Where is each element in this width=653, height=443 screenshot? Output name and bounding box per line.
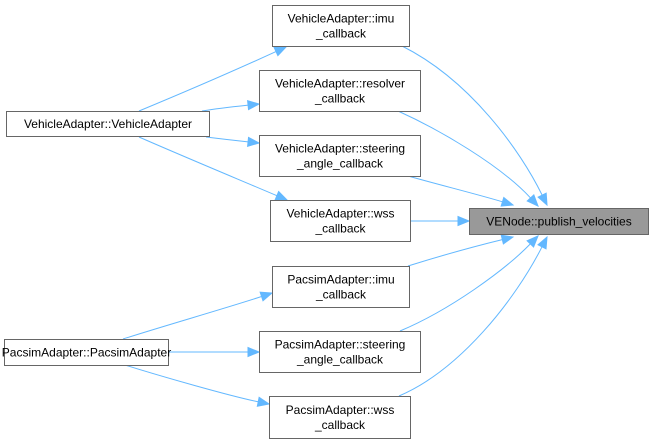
edge-pa_ctor-to-pa_wss (124, 364, 271, 407)
edge-pa_steering-to-target (399, 235, 539, 332)
arrowhead-icon (457, 215, 471, 227)
node-label: VENode::publish_velocities (486, 215, 631, 229)
node-box[interactable] (259, 70, 421, 112)
edge-va_wss-to-target (410, 215, 471, 227)
edge-line (205, 136, 249, 143)
node-target[interactable]: VENode::publish_velocities (469, 208, 649, 235)
node-va-imu[interactable]: VehicleAdapter::imu_callback (272, 5, 410, 47)
edge-va_ctor-to-va_resolver (201, 99, 261, 112)
edge-line (122, 296, 262, 340)
node-va-wss[interactable]: VehicleAdapter::wss_callback (270, 200, 411, 242)
edge-va_steering-to-target (407, 175, 515, 207)
edge-line (398, 246, 543, 397)
node-box[interactable] (272, 266, 410, 308)
node-label: _callback (315, 288, 367, 302)
arrowhead-icon (247, 346, 261, 358)
focus-node-box[interactable] (469, 208, 649, 235)
node-label: _callback (315, 27, 367, 41)
node-label: VehicleAdapter::wss (286, 207, 394, 221)
node-pa-steering[interactable]: PacsimAdapter::steering_angle_callback (259, 331, 421, 373)
arrowhead-icon (273, 46, 288, 57)
node-va-steering[interactable]: VehicleAdapter::steering_angle_callback (259, 135, 421, 177)
arrowhead-icon (247, 136, 261, 148)
node-label: PacsimAdapter::PacsimAdapter (2, 346, 171, 360)
node-label: PacsimAdapter::imu (287, 273, 394, 287)
node-label: _callback (314, 418, 366, 432)
edge-va_imu-to-target (401, 45, 548, 207)
nodes-layer: VehicleAdapter::VehicleAdapterPacsimAdap… (2, 5, 649, 439)
node-va-ctor[interactable]: VehicleAdapter::VehicleAdapter (6, 111, 210, 137)
arrowhead-icon (526, 235, 539, 248)
edge-pa_wss-to-target (398, 235, 548, 397)
arrowhead-icon (537, 235, 548, 250)
edge-va_ctor-to-va_steering (205, 136, 261, 148)
node-label: VehicleAdapter::imu (288, 12, 395, 26)
node-label: VehicleAdapter::VehicleAdapter (24, 117, 192, 131)
edge-line (124, 364, 259, 403)
edge-line (138, 51, 277, 112)
node-box[interactable] (6, 111, 210, 137)
node-label: _callback (314, 92, 366, 106)
edge-va_ctor-to-va_wss (138, 136, 289, 201)
arrowhead-icon (500, 196, 515, 207)
node-box[interactable] (259, 331, 421, 373)
edge-pa_ctor-to-pa_steering (167, 346, 261, 358)
node-label: VehicleAdapter::steering (275, 142, 405, 156)
node-label: _angle_callback (296, 353, 384, 367)
node-pa-wss[interactable]: PacsimAdapter::wss_callback (269, 396, 411, 439)
arrowhead-icon (526, 194, 539, 207)
edge-va_ctor-to-va_imu (138, 46, 288, 112)
arrowhead-icon (259, 291, 274, 302)
node-box[interactable] (270, 200, 411, 242)
node-pa-ctor[interactable]: PacsimAdapter::PacsimAdapter (2, 339, 171, 366)
edge-line (407, 175, 503, 203)
edge-line (201, 104, 249, 112)
node-box[interactable] (272, 5, 410, 47)
arrowhead-icon (274, 190, 289, 201)
edge-line (138, 136, 278, 197)
node-pa-imu[interactable]: PacsimAdapter::imu_callback (272, 266, 410, 308)
node-label: _angle_callback (296, 157, 384, 171)
edge-line (401, 45, 543, 196)
edge-pa_imu-to-target (407, 234, 515, 267)
node-box[interactable] (259, 135, 421, 177)
edge-va_resolver-to-target (397, 110, 539, 207)
edge-pa_ctor-to-pa_imu (122, 291, 274, 340)
node-box[interactable] (269, 396, 411, 439)
edge-line (397, 110, 531, 199)
arrowhead-icon (256, 396, 271, 407)
edge-line (407, 239, 503, 267)
arrowhead-icon (537, 192, 548, 207)
edge-line (399, 243, 531, 332)
node-label: PacsimAdapter::steering (275, 338, 406, 352)
arrowhead-icon (247, 99, 261, 111)
node-label: _callback (314, 222, 366, 236)
node-label: VehicleAdapter::resolver (275, 77, 405, 91)
node-va-resolver[interactable]: VehicleAdapter::resolver_callback (259, 70, 421, 112)
node-box[interactable] (4, 339, 169, 366)
arrowhead-icon (500, 234, 515, 245)
edges-layer (122, 45, 548, 407)
node-label: PacsimAdapter::wss (286, 403, 395, 417)
